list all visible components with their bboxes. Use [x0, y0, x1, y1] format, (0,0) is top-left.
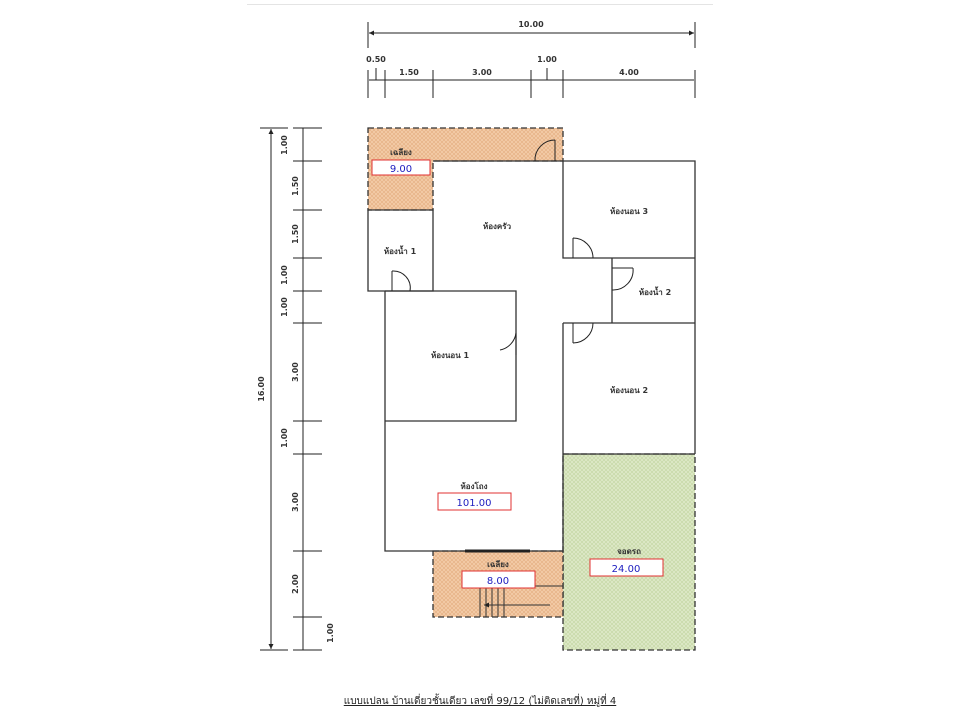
- front-porch-area: 8.00: [487, 576, 509, 587]
- front-porch-label: เฉลียง: [487, 559, 509, 569]
- hall-area: 101.00: [457, 498, 492, 509]
- overall-width-label: 10.00: [518, 20, 544, 29]
- top-rule: [247, 4, 713, 5]
- depth-seg-10: 1.00: [326, 623, 335, 643]
- width-seg-4: 1.00: [537, 55, 557, 64]
- carport-area-box: [589, 558, 664, 577]
- depth-seg-2: 1.50: [291, 176, 300, 196]
- depth-seg-8: 3.00: [291, 492, 300, 512]
- front-porch-area-box: [461, 570, 536, 589]
- depth-seg-1: 1.00: [280, 135, 289, 155]
- depth-seg-5: 1.00: [280, 297, 289, 317]
- hall-area-box: [437, 492, 512, 511]
- carport-zone: [562, 453, 696, 651]
- bedroom-3-label: ห้องนอน 3: [610, 206, 648, 216]
- carport-area: 24.00: [612, 564, 641, 575]
- walls: [367, 160, 696, 553]
- overall-depth-label: 16.00: [257, 376, 266, 402]
- width-seg-5: 4.00: [619, 68, 639, 77]
- rear-porch-area: 9.00: [390, 164, 412, 175]
- depth-seg-4: 1.00: [280, 265, 289, 285]
- carport-label: จอดรถ: [617, 547, 641, 556]
- kitchen-label: ห้องครัว: [483, 221, 512, 231]
- hall-label: ห้องโถง: [460, 481, 487, 491]
- left-dimensions: 16.00 1.00 1.50 1.50 1.00 1.00 3.00 1.00…: [257, 127, 335, 651]
- width-seg-2: 1.50: [399, 68, 419, 77]
- rear-porch-label: เฉลียง: [390, 147, 412, 157]
- depth-seg-3: 1.50: [291, 224, 300, 244]
- bathroom-1-label: ห้องน้ำ 1: [384, 245, 417, 256]
- bedroom-1-label: ห้องนอน 1: [431, 350, 470, 360]
- width-seg-1: 0.50: [366, 55, 386, 64]
- doors: [391, 139, 634, 355]
- width-seg-3: 3.00: [472, 68, 492, 77]
- top-dimensions: 10.00 0.50 1.50 3.00 1.00 4.00: [366, 20, 696, 98]
- plan-caption: แบบแปลน บ้านเดี่ยวชั้นเดียว เลขที่ 99/12…: [343, 696, 617, 707]
- depth-seg-9: 2.00: [291, 574, 300, 594]
- bathroom-2-label: ห้องน้ำ 2: [639, 286, 671, 297]
- depth-seg-7: 1.00: [280, 428, 289, 448]
- bedroom-2-label: ห้องนอน 2: [610, 385, 648, 395]
- depth-seg-6: 3.00: [291, 362, 300, 382]
- rear-porch-area-box: [371, 159, 431, 176]
